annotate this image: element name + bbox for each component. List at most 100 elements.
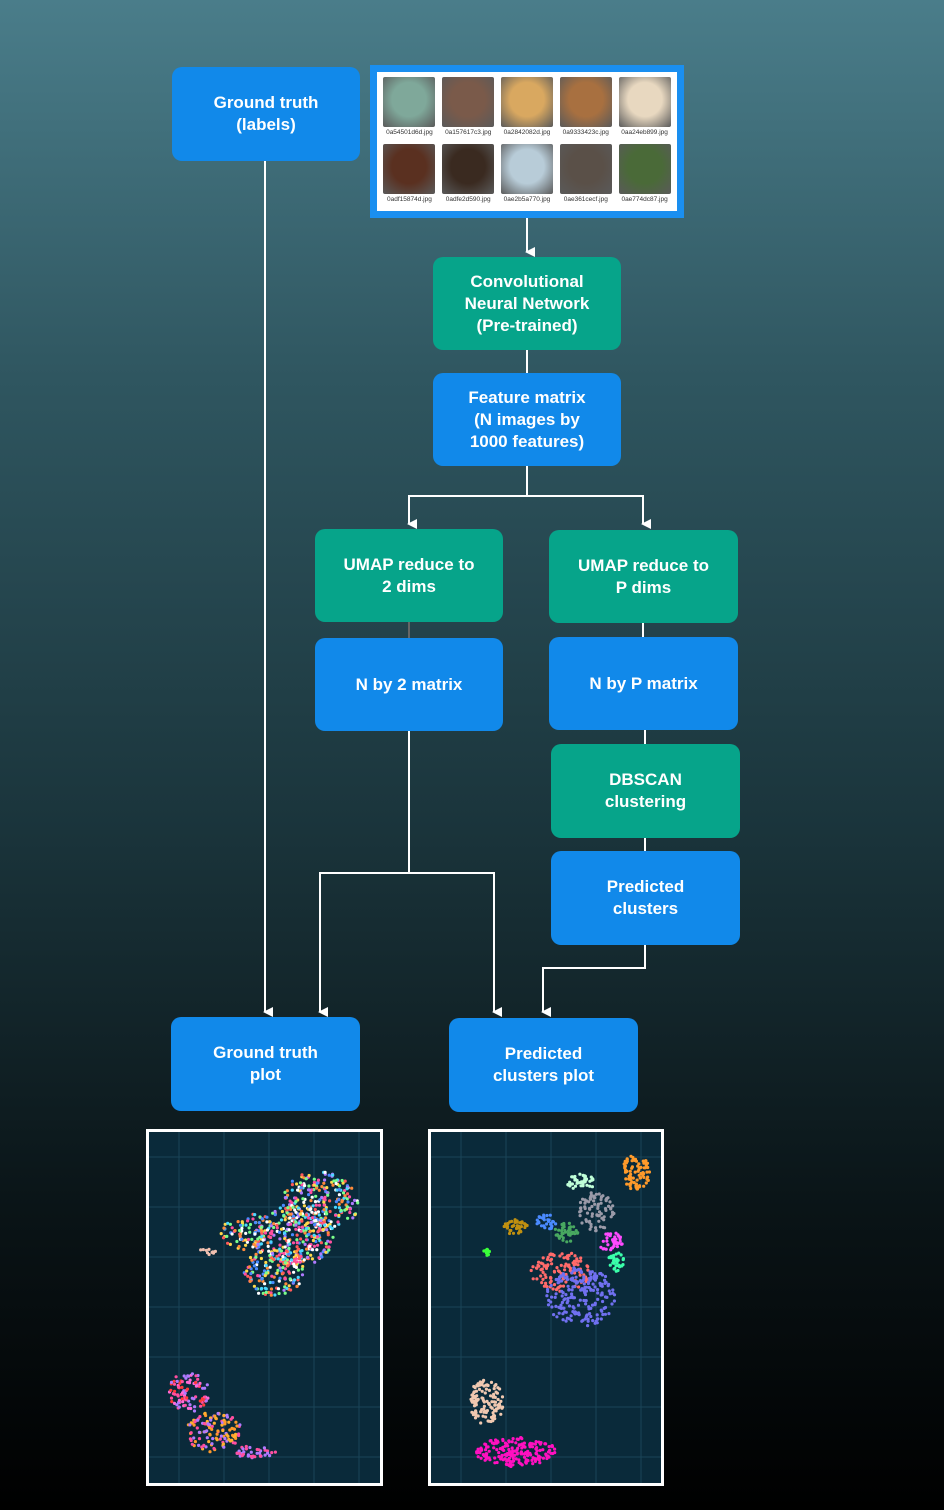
scatter-point	[218, 1437, 222, 1441]
scatter-point	[272, 1275, 276, 1279]
scatter-point	[250, 1455, 254, 1459]
scatter-point	[474, 1413, 478, 1417]
scatter-point	[556, 1281, 560, 1285]
scatter-point	[554, 1288, 559, 1292]
scatter-point	[551, 1220, 555, 1224]
scatter-point	[210, 1442, 214, 1446]
scatter-point	[278, 1266, 282, 1270]
scatter-point	[257, 1291, 261, 1295]
scatter-point	[496, 1406, 500, 1410]
scatter-point	[300, 1267, 304, 1271]
scatter-point	[549, 1300, 553, 1304]
scatter-point	[205, 1383, 209, 1387]
scatter-point	[235, 1424, 239, 1428]
scatter-point	[216, 1411, 220, 1416]
scatter-point	[180, 1380, 184, 1384]
predicted-clusters-node: Predicted clusters	[551, 851, 740, 945]
scatter-point	[636, 1186, 640, 1190]
scatter-point	[320, 1255, 324, 1259]
scatter-point	[505, 1452, 509, 1456]
scatter-point	[627, 1177, 631, 1181]
scatter-point	[296, 1268, 300, 1272]
scatter-point	[642, 1184, 646, 1188]
scatter-point	[502, 1224, 506, 1229]
scatter-point	[193, 1405, 197, 1409]
scatter-point	[308, 1244, 312, 1248]
scatter-point	[590, 1178, 594, 1182]
scatter-point	[234, 1432, 238, 1436]
scatter-point	[281, 1271, 285, 1275]
scatter-point	[259, 1287, 263, 1291]
scatter-point	[202, 1395, 207, 1399]
scatter-point	[578, 1273, 582, 1277]
scatter-point	[248, 1230, 252, 1234]
scatter-point	[486, 1445, 490, 1449]
scatter-point	[588, 1278, 592, 1282]
scatter-point	[258, 1242, 262, 1246]
scatter-point	[318, 1198, 322, 1202]
feature-matrix-node: Feature matrix (N images by 1000 feature…	[433, 373, 621, 466]
scatter-point	[582, 1298, 586, 1303]
scatter-point	[533, 1442, 537, 1446]
photo-thumbnail-icon	[500, 144, 553, 194]
scatter-point	[188, 1437, 192, 1441]
thumbnail-filename: 0a2842082d.jpg	[503, 129, 551, 136]
scatter-point	[294, 1220, 298, 1224]
scatter-point	[579, 1256, 583, 1260]
scatter-point	[256, 1242, 260, 1246]
scatter-point	[244, 1447, 248, 1451]
scatter-point	[260, 1225, 264, 1229]
scatter-point	[290, 1179, 294, 1183]
scatter-point	[240, 1226, 244, 1230]
scatter-point	[272, 1222, 276, 1226]
scatter-point	[514, 1441, 518, 1445]
scatter-point	[573, 1279, 577, 1283]
scatter-point	[308, 1208, 312, 1212]
scatter-point	[606, 1243, 610, 1247]
scatter-point	[304, 1213, 309, 1217]
scatter-point	[207, 1440, 211, 1444]
scatter-point	[188, 1378, 192, 1382]
scatter-point	[613, 1266, 617, 1270]
scatter-point	[291, 1205, 295, 1209]
scatter-point	[287, 1284, 291, 1288]
scatter-point	[222, 1445, 226, 1449]
scatter-point	[181, 1400, 185, 1404]
scatter-point	[327, 1245, 331, 1249]
scatter-point	[519, 1221, 524, 1225]
scatter-point	[172, 1401, 177, 1405]
scatter-point	[337, 1188, 341, 1192]
scatter-point	[481, 1414, 485, 1418]
scatter-point	[592, 1274, 596, 1278]
scatter-point	[561, 1312, 565, 1316]
scatter-point	[489, 1405, 493, 1409]
scatter-point	[337, 1213, 341, 1217]
scatter-point	[331, 1183, 335, 1187]
scatter-point	[596, 1202, 600, 1206]
scatter-point	[589, 1225, 593, 1229]
thumbnail-filename: 0a157617c3.jpg	[445, 129, 492, 136]
scatter-point	[221, 1428, 225, 1433]
scatter-point	[257, 1221, 261, 1225]
scatter-point	[578, 1172, 582, 1176]
scatter-point	[600, 1195, 604, 1199]
scatter-point	[287, 1246, 291, 1250]
scatter-point	[299, 1249, 303, 1253]
scatter-point	[590, 1212, 594, 1216]
scatter-point	[316, 1178, 321, 1182]
scatter-point	[256, 1274, 260, 1278]
image-thumbnail: 0a54501d6d.jpg	[383, 77, 436, 142]
scatter-point	[647, 1170, 651, 1174]
scatter-point	[524, 1461, 528, 1465]
scatter-point	[604, 1232, 608, 1236]
scatter-point	[584, 1315, 588, 1319]
scatter-point	[642, 1172, 646, 1176]
scatter-point	[273, 1213, 277, 1217]
scatter-point	[337, 1198, 341, 1202]
scatter-point	[570, 1182, 574, 1186]
scatter-point	[642, 1161, 646, 1165]
scatter-point	[319, 1241, 323, 1245]
scatter-point	[189, 1431, 193, 1435]
scatter-point	[197, 1430, 201, 1434]
scatter-point	[497, 1455, 501, 1459]
